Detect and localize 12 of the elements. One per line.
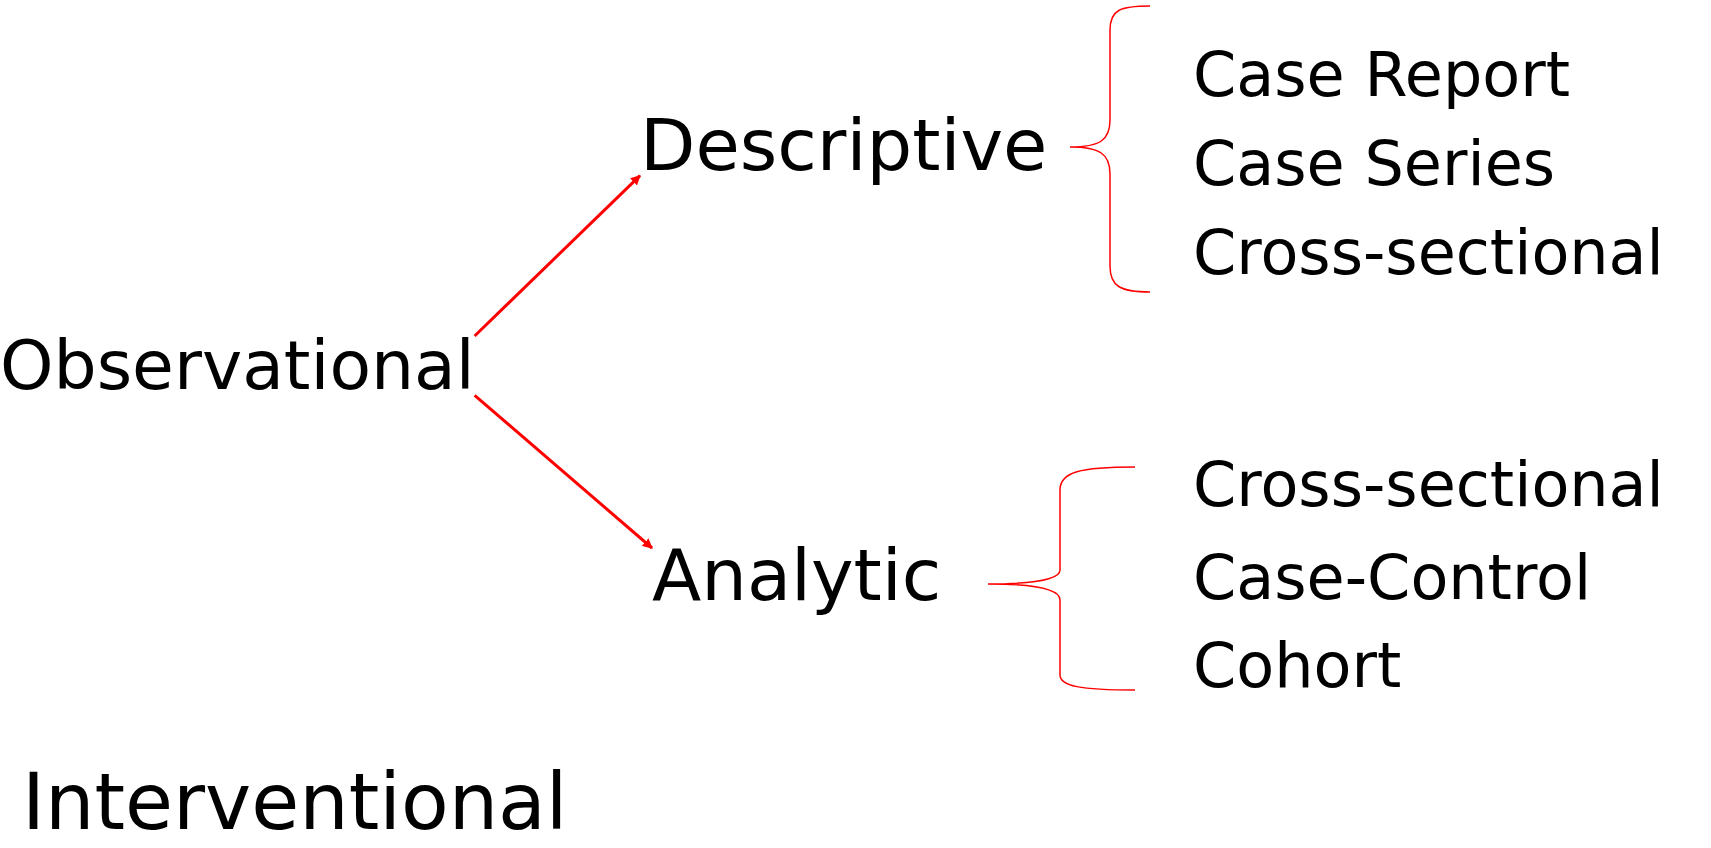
study-type-label: Case-Control <box>1193 545 1592 611</box>
arrow <box>473 394 653 550</box>
study-type-label: Cohort <box>1193 633 1402 699</box>
arrow <box>473 174 642 338</box>
node-text: Observational <box>0 330 475 402</box>
node-text: Descriptive <box>640 108 1048 184</box>
category-label: Interventional <box>22 762 568 844</box>
node-text: Analytic <box>652 538 942 614</box>
study-type-label: Case Series <box>1193 131 1556 197</box>
study-type-label: Cross-sectional <box>1193 452 1664 518</box>
study-type-label: Case Report <box>1193 42 1570 108</box>
study-type-label: Cross-sectional <box>1193 220 1664 286</box>
